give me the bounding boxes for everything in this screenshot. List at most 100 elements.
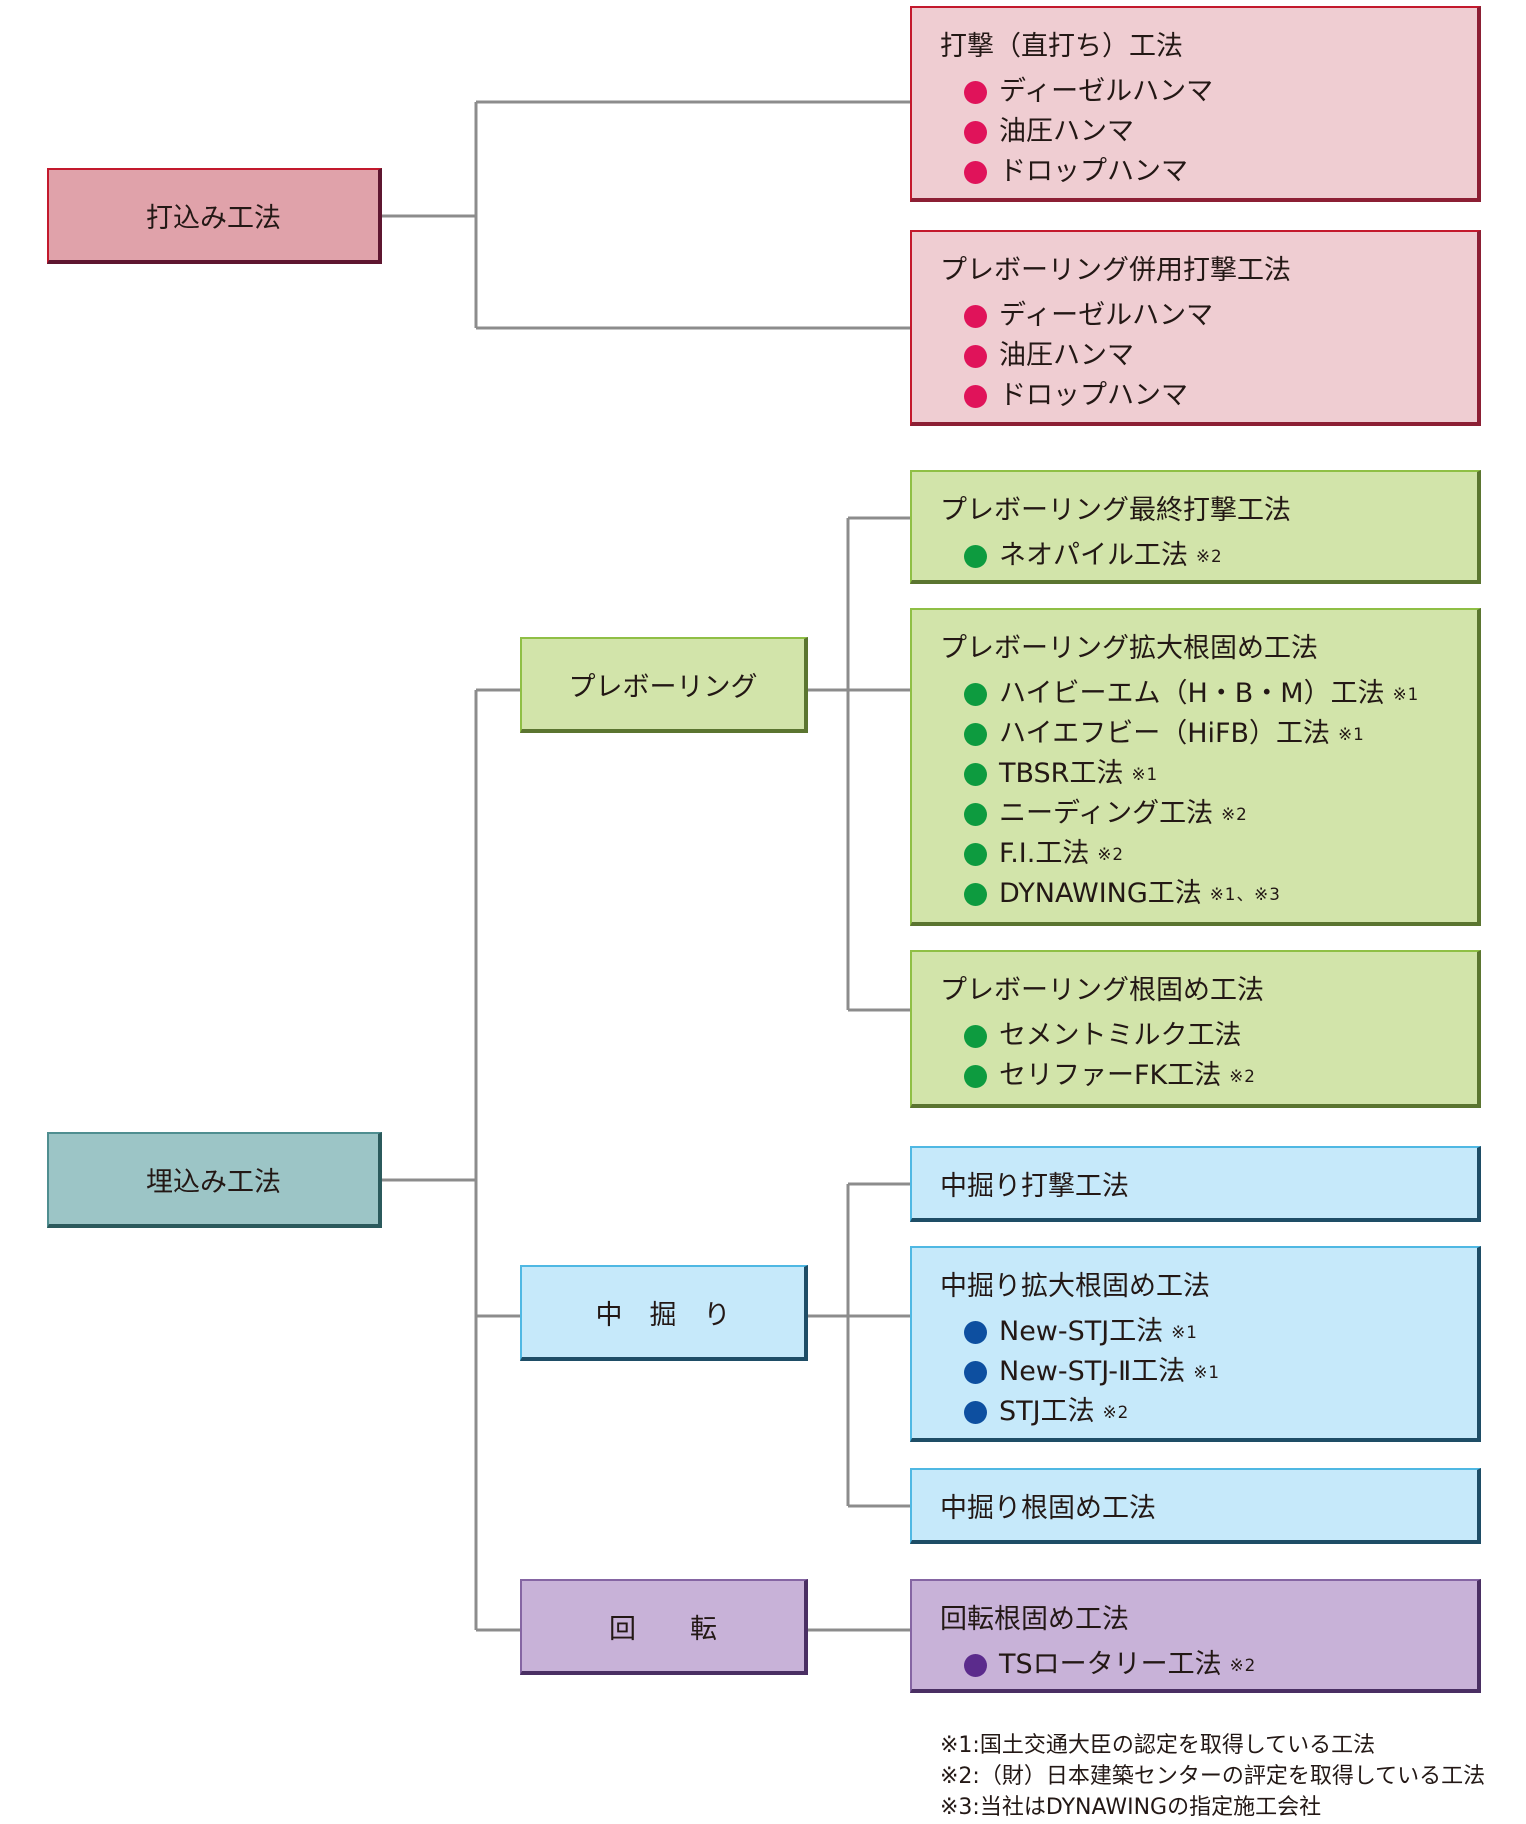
node-label: 打込み工法 (146, 202, 281, 234)
method-item: New-STJ-Ⅱ工法 ※1 (964, 1352, 1453, 1392)
method-item-label: ディーゼルハンマ (999, 76, 1214, 107)
bullet-dot (964, 882, 987, 906)
bullet-dot (964, 160, 987, 184)
method-item-label: 油圧ハンマ (999, 340, 1134, 371)
method-item: ネオパイル工法 ※2 (964, 536, 1453, 576)
node-label: 回 転 (609, 1613, 717, 1645)
node-umekomi: 埋込み工法 (47, 1132, 382, 1228)
method-title: プレボーリング最終打撃工法 (940, 495, 1291, 526)
method-item: ドロップハンマ (964, 376, 1453, 416)
bullet-dot (964, 304, 987, 328)
method-item-note: ※1 (1131, 764, 1159, 784)
bullet-dot (964, 80, 987, 104)
method-item: ニーディング工法 ※2 (964, 794, 1453, 834)
method-item: ディーゼルハンマ (964, 296, 1453, 336)
method-item-label: STJ工法 (999, 1396, 1095, 1427)
method-box-nakabori-kakudai: 中掘り拡大根固め工法 New-STJ工法 ※1 New-STJ-Ⅱ工法 ※1 STJ… (910, 1246, 1481, 1442)
bullet-dot (964, 1024, 987, 1048)
footnotes: ※1:国土交通大臣の認定を取得している工法 ※2:（財）日本建築センターの評定を… (940, 1730, 1485, 1823)
method-item-label: ニーディング工法 (999, 798, 1214, 829)
method-item: TSロータリー工法 ※2 (964, 1645, 1453, 1685)
method-item-label: DYNAWING工法 (999, 878, 1202, 909)
method-item: セメントミルク工法 (964, 1016, 1453, 1056)
method-title: 打撃（直打ち）工法 (940, 31, 1183, 62)
footnote: ※2:（財）日本建築センターの評定を取得している工法 (940, 1764, 1486, 1789)
method-item-label: TSロータリー工法 (999, 1649, 1222, 1680)
method-box-preboring-negatame: プレボーリング根固め工法 セメントミルク工法 セリファーFK工法 ※2 (910, 950, 1481, 1108)
method-title: プレボーリング拡大根固め工法 (940, 633, 1318, 664)
bullet-dot (964, 722, 987, 746)
method-item-label: 油圧ハンマ (999, 116, 1134, 147)
bullet-dot (964, 1360, 987, 1384)
method-box-dageki: 打撃（直打ち）工法 ディーゼルハンマ 油圧ハンマ ドロップハンマ (910, 6, 1481, 202)
method-item-label: ドロップハンマ (999, 156, 1188, 187)
bullet-dot (964, 682, 987, 706)
method-item-note: ※1 (1171, 1322, 1198, 1342)
method-item-label: TBSR工法 (999, 758, 1124, 789)
method-item-label: ドロップハンマ (999, 380, 1188, 411)
method-item: ハイエフビー（HiFB）工法 ※1 (964, 714, 1453, 754)
method-item-note: ※1 (1392, 684, 1420, 704)
node-uchikomi: 打込み工法 (47, 168, 382, 264)
method-item-label: セメントミルク工法 (999, 1020, 1242, 1051)
method-item-note: ※1、※3 (1209, 884, 1281, 904)
method-item-note: ※2 (1229, 1066, 1256, 1086)
method-title: 中掘り根固め工法 (940, 1493, 1156, 1524)
bullet-dot (964, 842, 987, 866)
bullet-dot (964, 802, 987, 826)
footnote: ※3:当社はDYNAWINGの指定施工会社 (940, 1795, 1322, 1820)
method-item: ハイビーエム（H・B・M）工法 ※1 (964, 674, 1453, 714)
method-title: 中掘り打撃工法 (940, 1171, 1129, 1202)
method-title: 中掘り拡大根固め工法 (940, 1271, 1210, 1302)
method-item-note: ※2 (1196, 546, 1223, 566)
method-box-kaiten-negatame: 回転根固め工法 TSロータリー工法 ※2 (910, 1579, 1481, 1693)
method-item-label: ハイエフビー（HiFB）工法 (999, 718, 1331, 749)
bullet-dot (964, 120, 987, 144)
method-box-preboring-heiyou: プレボーリング併用打撃工法 ディーゼルハンマ 油圧ハンマ ドロップハンマ (910, 230, 1481, 426)
method-item-label: New-STJ工法 (999, 1316, 1164, 1347)
method-item: DYNAWING工法 ※1、※3 (964, 874, 1453, 914)
node-label: 埋込み工法 (146, 1166, 281, 1198)
method-item-label: ディーゼルハンマ (999, 300, 1214, 331)
method-item-label: F.I.工法 (999, 838, 1090, 869)
method-box-nakabori-negatame: 中掘り根固め工法 (910, 1468, 1481, 1544)
bullet-dot (964, 344, 987, 368)
node-nakabori: 中 掘 り (520, 1265, 808, 1361)
method-item: New-STJ工法 ※1 (964, 1312, 1453, 1352)
method-title: 回転根固め工法 (940, 1604, 1129, 1635)
bullet-dot (964, 1320, 987, 1344)
method-item-note: ※1 (1338, 724, 1365, 744)
method-box-preboring-kakudai: プレボーリング拡大根固め工法 ハイビーエム（H・B・M）工法 ※1 ハイエフビー（… (910, 608, 1481, 926)
node-preboring: プレボーリング (520, 637, 808, 733)
method-box-preboring-saishu: プレボーリング最終打撃工法 ネオパイル工法 ※2 (910, 470, 1481, 584)
node-kaiten: 回 転 (520, 1579, 808, 1675)
method-item-label: ハイビーエム（H・B・M）工法 (999, 678, 1385, 709)
node-label: プレボーリング (568, 671, 758, 703)
method-item: F.I.工法 ※2 (964, 834, 1453, 874)
method-item-note: ※2 (1102, 1402, 1130, 1422)
bullet-dot (964, 544, 987, 568)
method-item: セリファーFK工法 ※2 (964, 1056, 1453, 1096)
method-title: プレボーリング併用打撃工法 (940, 255, 1291, 286)
method-item-note: ※1 (1193, 1362, 1220, 1382)
bullet-dot (964, 1064, 987, 1088)
method-item-note: ※2 (1229, 1655, 1257, 1675)
method-item: ディーゼルハンマ (964, 72, 1453, 112)
method-item-label: ネオパイル工法 (999, 540, 1188, 571)
method-item: 油圧ハンマ (964, 336, 1453, 376)
method-item-label: セリファーFK工法 (999, 1060, 1222, 1091)
method-box-nakabori-dageki: 中掘り打撃工法 (910, 1146, 1481, 1222)
method-item-label: New-STJ-Ⅱ工法 (999, 1356, 1186, 1387)
method-item: STJ工法 ※2 (964, 1392, 1453, 1432)
bullet-dot (964, 384, 987, 408)
method-item-note: ※2 (1097, 844, 1124, 864)
method-item: 油圧ハンマ (964, 112, 1453, 152)
method-title: プレボーリング根固め工法 (940, 975, 1264, 1006)
bullet-dot (964, 1653, 987, 1677)
node-label: 中 掘 り (595, 1299, 731, 1331)
bullet-dot (964, 1400, 987, 1424)
method-item-note: ※2 (1221, 804, 1248, 824)
method-item: TBSR工法 ※1 (964, 754, 1453, 794)
bullet-dot (964, 762, 987, 786)
